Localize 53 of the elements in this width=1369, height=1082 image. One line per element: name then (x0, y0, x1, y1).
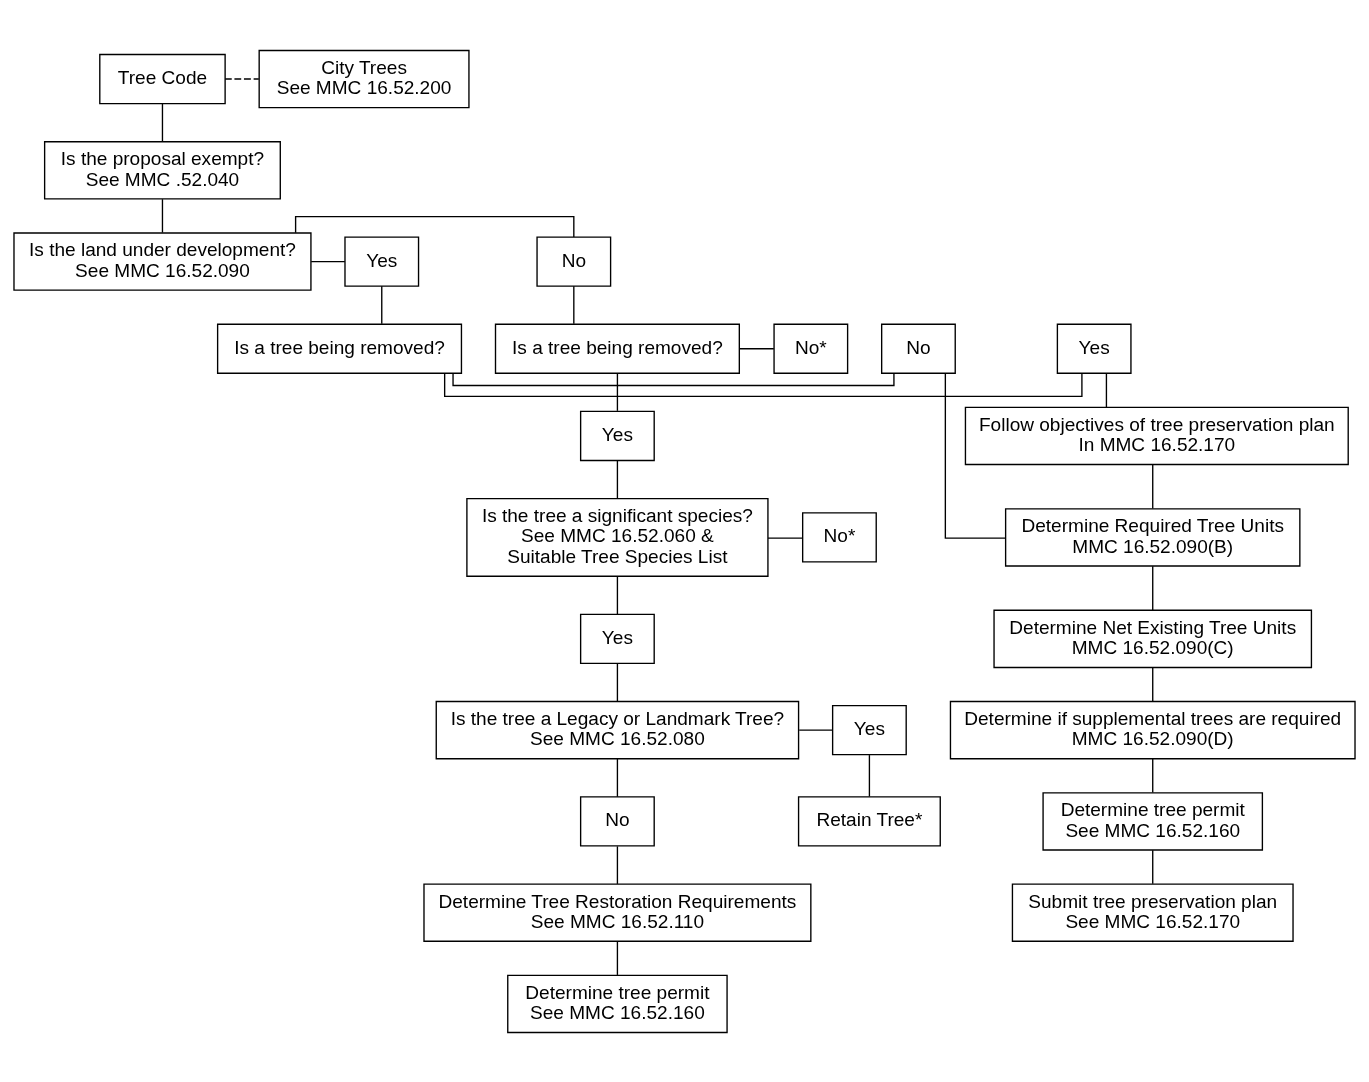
node-box: No (881, 323, 956, 374)
node-box: Is the proposal exempt? See MMC .52.040 (43, 140, 281, 200)
node-box: Tree Code (99, 53, 226, 104)
connector (1152, 565, 1154, 611)
connector (798, 729, 834, 731)
connector (868, 753, 871, 797)
node-box: Follow objectives of tree preservation plan In MMC 16.52.170 (964, 406, 1349, 465)
node-box: Submit tree preservation plan See MMC 16.52.170 (1011, 882, 1294, 942)
node-box: Is the tree a Legacy or Landmark Tree? See MMC 16.52.080 (435, 700, 800, 759)
connector (738, 347, 775, 349)
connector (443, 372, 1083, 397)
node-box: Determine Required Tree Units MMC 16.52.090(B) (1004, 507, 1301, 567)
node-box: Determine Net Existing Tree Units MMC 16.52.090(C) (993, 609, 1313, 668)
node-box: Is the land under development? See MMC 16.52.090 (13, 231, 312, 291)
connector (1152, 666, 1154, 702)
connector (310, 260, 346, 262)
connector (1152, 849, 1154, 884)
connector (1152, 757, 1154, 793)
connector (1105, 372, 1108, 408)
node-box: City Trees See MMC 16.52.200 (258, 49, 470, 108)
node-box: Yes (579, 613, 655, 664)
node-box: Yes (344, 235, 420, 287)
connector (616, 459, 619, 499)
connector (161, 102, 164, 142)
node-box: No (536, 235, 612, 287)
connector (616, 662, 619, 702)
connector (452, 372, 895, 386)
connector (573, 285, 575, 324)
node-box: Yes (1056, 323, 1132, 374)
node-box: No* (802, 511, 877, 563)
node-box: Determine Tree Restoration Requirements See MMC 16.52.110 (423, 882, 812, 942)
connector (161, 198, 164, 233)
node-box: Yes (579, 410, 655, 461)
connector (616, 372, 619, 411)
node-box: Determine if supplemental trees are required MMC 16.52.090(D) (949, 700, 1356, 759)
connector (616, 757, 619, 797)
node-box: Determine tree permit See MMC 16.52.160 (507, 974, 728, 1033)
node-box: Retain Tree* (797, 795, 941, 847)
node-box: No* (773, 323, 849, 374)
connector (381, 285, 383, 324)
connector (767, 536, 804, 539)
node-box: Determine tree permit See MMC 16.52.160 (1042, 791, 1264, 851)
node-box: Is a tree being removed? (494, 323, 740, 374)
connector (616, 575, 619, 615)
connector (616, 845, 619, 885)
connector (1152, 463, 1154, 509)
node-box: Is the tree a significant species? See MMC 16.52.060 & Suitable Tree Species List (466, 497, 769, 577)
node-box: No (579, 795, 655, 847)
connector (616, 940, 619, 976)
node-box: Yes (831, 704, 907, 755)
connector (224, 77, 260, 80)
node-box: Is a tree being removed? (216, 323, 463, 374)
connector (944, 372, 1006, 539)
